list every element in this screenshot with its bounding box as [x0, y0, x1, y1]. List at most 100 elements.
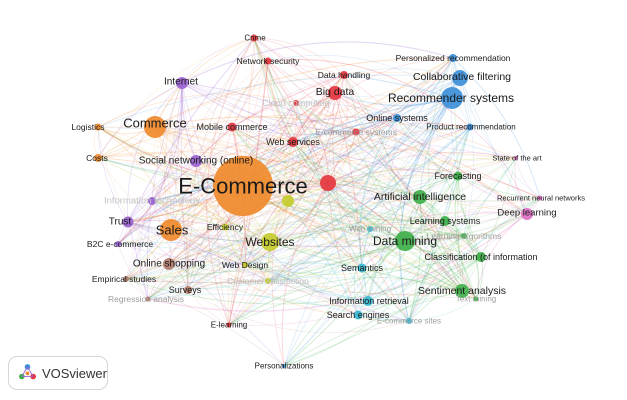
node-costs[interactable]	[94, 154, 102, 162]
node-netsec[interactable]	[264, 57, 272, 65]
node-label-ecomsites[interactable]: E-commerce sites	[377, 317, 441, 326]
node-label-empirical[interactable]: Empirical studies	[92, 274, 156, 284]
node-elearning[interactable]	[226, 322, 232, 328]
node-learningsys[interactable]	[440, 216, 450, 226]
node-label-webmining[interactable]: Web mining	[349, 225, 391, 234]
node-label-textmining[interactable]: Text mining	[456, 295, 496, 304]
node-label-ai[interactable]: Artificial intelligence	[374, 191, 466, 203]
node-label-websites[interactable]: Websites	[245, 235, 294, 249]
node-cloud[interactable]	[293, 100, 299, 106]
node-ecomsites[interactable]	[406, 318, 412, 324]
node-label-sales[interactable]: Sales	[156, 223, 189, 238]
node-label-commerce[interactable]: Commerce	[123, 116, 187, 131]
node-label-rnn[interactable]: Recurrent neural networks	[497, 194, 585, 203]
node-label-bigdata[interactable]: Big data	[316, 86, 355, 98]
node-webservices[interactable]	[288, 137, 298, 147]
node-social[interactable]	[190, 155, 202, 167]
node-sentiment[interactable]	[455, 284, 469, 298]
node-empirical[interactable]	[123, 276, 129, 282]
node-label-forecasting[interactable]: Forecasting	[434, 171, 481, 181]
node-label-learningsys[interactable]: Learning systems	[410, 216, 481, 226]
node-label-cloud[interactable]: Cloud computing	[262, 98, 330, 108]
node-logistics[interactable]	[94, 123, 102, 131]
node-onlinesys[interactable]	[393, 114, 401, 122]
node-efficiency[interactable]	[221, 223, 229, 231]
node-label-internet[interactable]: Internet	[164, 77, 198, 88]
node-label-logistics[interactable]: Logistics	[71, 122, 104, 132]
node-classification[interactable]	[476, 252, 486, 262]
node-personalized[interactable]	[449, 54, 457, 62]
node-label-elearning[interactable]: E-learning	[211, 321, 247, 330]
node-label-semantics[interactable]: Semantics	[341, 263, 384, 273]
node-label-regression[interactable]: Regression analysis	[108, 294, 184, 304]
node-label-datamining[interactable]: Data mining	[373, 234, 437, 248]
node-mobile[interactable]	[227, 122, 237, 132]
node-label-netsec[interactable]: Network security	[237, 56, 301, 66]
node-learningalg[interactable]	[461, 233, 467, 239]
node-ecommerce[interactable]	[213, 156, 273, 216]
node-stateart[interactable]	[514, 156, 518, 160]
node-label-trust[interactable]: Trust	[109, 217, 132, 228]
node-textmining[interactable]	[473, 296, 479, 302]
node-surveys[interactable]	[184, 286, 192, 294]
node-ecsystems[interactable]	[352, 128, 360, 136]
node-bigdata[interactable]	[328, 86, 342, 100]
node-forecasting[interactable]	[453, 171, 463, 181]
node-label-classification[interactable]: Classification (of information	[424, 252, 537, 262]
node-label-infotech[interactable]: Information technology	[104, 196, 200, 207]
node-trust[interactable]	[122, 216, 134, 228]
node-infotech[interactable]	[148, 197, 156, 205]
node-label-ecsystems[interactable]: E-commerce systems	[315, 127, 397, 137]
node-crime[interactable]	[250, 34, 258, 42]
node-label-personalized[interactable]: Personalized recommendation	[396, 53, 511, 63]
node-webmining[interactable]	[367, 226, 373, 232]
node-collab[interactable]	[452, 70, 468, 86]
node-label-webservices[interactable]: Web services	[266, 137, 320, 147]
node-onlineshop[interactable]	[163, 258, 175, 270]
vosviewer-logo-badge[interactable]: VOSviewer	[8, 356, 108, 390]
node-label-datahandling[interactable]: Data handling	[318, 70, 371, 80]
node-label-sentiment[interactable]: Sentiment analysis	[418, 285, 506, 297]
node-label-productrec[interactable]: Product recommendation	[426, 123, 515, 132]
node-label-collab[interactable]: Collaborative filtering	[413, 71, 511, 83]
node-deeplearning[interactable]	[521, 208, 533, 220]
node-inforetrieval[interactable]	[363, 296, 373, 306]
node-datahandling[interactable]	[340, 71, 348, 79]
node-commerce[interactable]	[144, 116, 166, 138]
node-label-inforetrieval[interactable]: Information retrieval	[329, 296, 409, 306]
node-datamining[interactable]	[395, 231, 415, 251]
node-search[interactable]	[353, 310, 363, 320]
node-regression[interactable]	[145, 296, 151, 302]
node-webdesign[interactable]	[242, 262, 248, 268]
node-label-personalizations[interactable]: Personalizations	[255, 362, 314, 371]
node-label-search[interactable]: Search engines	[327, 310, 390, 320]
node-label-social[interactable]: Social networking (online)	[139, 156, 254, 167]
node-yellowhub[interactable]	[282, 195, 294, 207]
node-label-onlinesys[interactable]: Online systems	[366, 113, 428, 123]
node-sales[interactable]	[160, 219, 182, 241]
node-websites[interactable]	[261, 233, 279, 251]
node-label-mobile[interactable]: Mobile commerce	[196, 122, 267, 132]
node-label-learningalg[interactable]: Learning algorithms	[427, 231, 502, 241]
node-productrec[interactable]	[466, 123, 474, 131]
node-label-deeplearning[interactable]: Deep learning	[497, 208, 556, 219]
node-label-webdesign[interactable]: Web Design	[222, 260, 268, 270]
node-label-crime[interactable]: Crime	[244, 34, 266, 43]
node-redhub[interactable]	[320, 175, 336, 191]
node-label-recsys[interactable]: Recommender systems	[388, 91, 514, 105]
node-label-efficiency[interactable]: Efficiency	[207, 222, 244, 232]
node-label-customersat[interactable]: Customer satisfaction	[227, 276, 309, 286]
node-semantics[interactable]	[357, 263, 367, 273]
node-recsys[interactable]	[441, 87, 463, 109]
node-label-ecommerce[interactable]: E-Commerce	[178, 174, 308, 199]
node-personalizations[interactable]	[282, 364, 286, 368]
node-label-costs[interactable]: Costs	[86, 153, 108, 163]
node-internet[interactable]	[176, 77, 188, 89]
node-rnn[interactable]	[537, 195, 543, 201]
node-b2c[interactable]	[115, 241, 121, 247]
node-customersat[interactable]	[265, 278, 271, 284]
node-label-surveys[interactable]: Surveys	[169, 285, 202, 295]
node-label-onlineshop[interactable]: Online shopping	[133, 259, 205, 270]
node-label-stateart[interactable]: State of the art	[492, 154, 542, 163]
